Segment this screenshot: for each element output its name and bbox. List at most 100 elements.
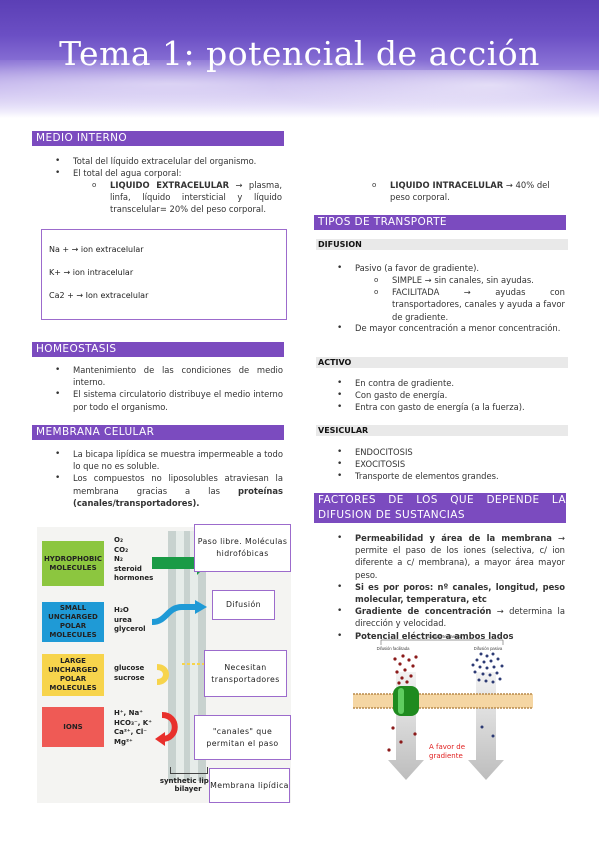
bold-term: Gradiente de concentración (355, 606, 492, 617)
bold-term: Potencial eléctrico a ambos lados (355, 630, 514, 641)
ion-line: Na + → ion extracelular (49, 245, 144, 254)
bold-term: Si es por poros: nº canales, longitud, p… (355, 581, 565, 605)
list-item: Total del líquido extracelular del organ… (55, 155, 283, 167)
gradient-arrow-right-icon (468, 672, 504, 780)
chem-list-ions: H⁺, Na⁺ HCO₃⁻, K⁺ Ca²⁺, Cl⁻ Mg²⁺ (114, 709, 152, 747)
figure-left-label: Difusión facilitada (377, 646, 410, 651)
list-item: Potencial eléctrico a ambos lados (337, 630, 565, 642)
bold-term: Permeabilidad y área de la membrana (355, 533, 552, 543)
subheading-vesicular: VESICULAR (316, 425, 568, 436)
section-heading-factores: FACTORES DE LOS QUE DEPENDE LA DIFUSION … (314, 493, 566, 523)
bold-term: LIQUIDO EXTRACELULAR (110, 180, 230, 190)
molecule-box-ions: IONS (42, 707, 104, 747)
list-item: Entra con gasto de energía (a la fuerza)… (337, 401, 565, 413)
vesicular-list: ENDOCITOSIS EXOCITOSIS Transporte de ele… (337, 446, 565, 483)
ion-line: Ca2 + → Ion extracelular (49, 291, 149, 300)
molecule-box-small-polar: SMALL UNCHARGED POLAR MOLECULES (42, 602, 104, 642)
blue-arrow-icon (151, 604, 197, 625)
list-item: Con gasto de energía. (337, 389, 565, 401)
activo-list: En contra de gradiente. Con gasto de ene… (337, 377, 565, 414)
list-item: El total del agua corporal: (55, 167, 283, 179)
particles-right (471, 652, 504, 738)
molecule-box-hydrophobic: HYDROPHOBIC MOLECULES (42, 541, 104, 586)
list-item: Pasivo (a favor de gradiente). (337, 262, 565, 274)
chem-item: glucose (114, 664, 145, 672)
page-header: Tema 1: potencial de acción (0, 0, 599, 118)
membrana-list: La bicapa lipídica se muestra impermeabl… (55, 448, 283, 509)
bilayer-bracket (170, 767, 208, 774)
channel-protein (393, 686, 419, 716)
chem-item: glycerol (114, 625, 146, 633)
list-item: La bicapa lipídica se muestra impermeabl… (55, 448, 283, 472)
particles-left (387, 654, 418, 752)
bold-term: proteínas (canales/transportadores). (73, 485, 283, 508)
item-text: → 40% del peso corporal. (390, 180, 550, 203)
label-box: Paso libre. Moléculas hidrofóbicas (194, 524, 291, 572)
medio-interno-sublist: LIQUIDO EXTRACELULAR → plasma, linfa, lí… (92, 179, 282, 216)
chem-item: N₂ (114, 555, 123, 563)
chem-item: CO₂ (114, 545, 129, 554)
bilayer-label: synthetic lipid bilayer (159, 777, 217, 793)
bold-term: LIQUIDO INTRACELULAR (390, 180, 504, 190)
factores-list: Permeabilidad y área de la membrana → pe… (337, 532, 566, 642)
list-item: Gradiente de concentración → determina l… (337, 605, 566, 629)
list-item: FACILITADA → ayudas con transportadores,… (374, 286, 565, 323)
channel-highlight (398, 688, 404, 714)
list-item: De mayor concentración a menor concentra… (337, 322, 565, 334)
chem-item: sucrose (114, 673, 145, 682)
ion-line: K+ → ion intracelular (49, 268, 134, 277)
chem-item: steroid (114, 564, 142, 573)
page-title: Tema 1: potencial de acción (59, 34, 540, 73)
chem-item: H₂O (114, 606, 129, 614)
transport-figure-drawing: Transporte pasivo Difusión facilitada Di… (353, 634, 533, 780)
chem-item: H⁺, Na⁺ (114, 709, 143, 717)
list-item: LIQUIDO INTRACELULAR → 40% del peso corp… (372, 179, 568, 203)
label-box: Difusión (212, 590, 275, 620)
section-heading-homeostasis: HOMEOSTASIS (32, 342, 284, 357)
label-box: "canales" que permitan el paso (194, 715, 291, 760)
chem-list-hydrophobic: O₂ CO₂ N₂ steroid hormones (114, 536, 153, 584)
chem-item: urea (114, 615, 132, 624)
difusion-list: Pasivo (a favor de gradiente). (337, 262, 565, 274)
difusion-sublist: SIMPLE → sin canales, sin ayudas. FACILI… (374, 274, 565, 323)
chem-list-large-polar: glucose sucrose (114, 664, 144, 683)
figure-top-label: Transporte pasivo (425, 634, 461, 639)
chem-list-small-polar: H₂O urea glycerol (114, 606, 146, 635)
yellow-arrow-icon (156, 664, 169, 685)
medio-interno-sublist-2: LIQUIDO INTRACELULAR → 40% del peso corp… (372, 179, 568, 203)
list-item: Si es por poros: nº canales, longitud, p… (337, 581, 565, 605)
red-arrowhead-icon (155, 732, 165, 746)
red-arrow-icon (161, 712, 178, 742)
list-item: Mantenimiento de las condiciones de medi… (55, 364, 283, 388)
difusion-list-2: De mayor concentración a menor concentra… (337, 322, 565, 334)
section-heading-tipos: TIPOS DE TRANSPORTE (314, 215, 566, 230)
label-box: Necesitan transportadores (204, 650, 287, 697)
item-text: → determina la dirección y velocidad. (355, 606, 566, 629)
section-heading-membrana: MEMBRANA CELULAR (32, 425, 284, 440)
figure-right-label: Difusión pasiva (474, 646, 503, 651)
blue-arrowhead-icon (195, 600, 207, 614)
list-item: LIQUIDO EXTRACELULAR → plasma, linfa, lí… (92, 179, 282, 216)
gradient-note: A favor de gradiente (429, 743, 466, 760)
list-item: Los compuestos no liposolubles atraviesa… (55, 472, 283, 509)
ions-box: Na + → ion extracelular K+ → ion intrace… (41, 229, 287, 320)
label-box: Membrana lipídica (209, 768, 290, 803)
chem-item: Ca²⁺, Cl⁻ (114, 728, 147, 736)
list-item: En contra de gradiente. (337, 377, 565, 389)
chem-item: Mg²⁺ (114, 737, 133, 746)
item-text: Los compuestos no liposolubles atraviesa… (73, 473, 283, 496)
section-heading-medio-interno: MEDIO INTERNO (32, 131, 284, 146)
homeostasis-list: Mantenimiento de las condiciones de medi… (55, 364, 283, 413)
subheading-difusion: DIFUSION (316, 239, 568, 250)
list-item: Permeabilidad y área de la membrana → pe… (337, 532, 565, 581)
transport-figure: Transporte pasivo Difusión facilitada Di… (353, 632, 533, 782)
list-item: El sistema circulatorio distribuye el me… (55, 388, 283, 412)
item-text: → permite el paso de los iones (selectiv… (355, 533, 565, 580)
chem-item: hormones (114, 574, 154, 582)
membrane-diagram: synthetic lipid bilayer HYDROPHOBIC MOLE… (37, 524, 291, 803)
item-text: → plasma, linfa, líquido intersticial y … (110, 180, 282, 215)
list-item: EXOCITOSIS (337, 458, 565, 470)
header-wash (250, 70, 599, 118)
medio-interno-list: Total del líquido extracelular del organ… (55, 155, 283, 180)
membrane-band (353, 694, 533, 708)
